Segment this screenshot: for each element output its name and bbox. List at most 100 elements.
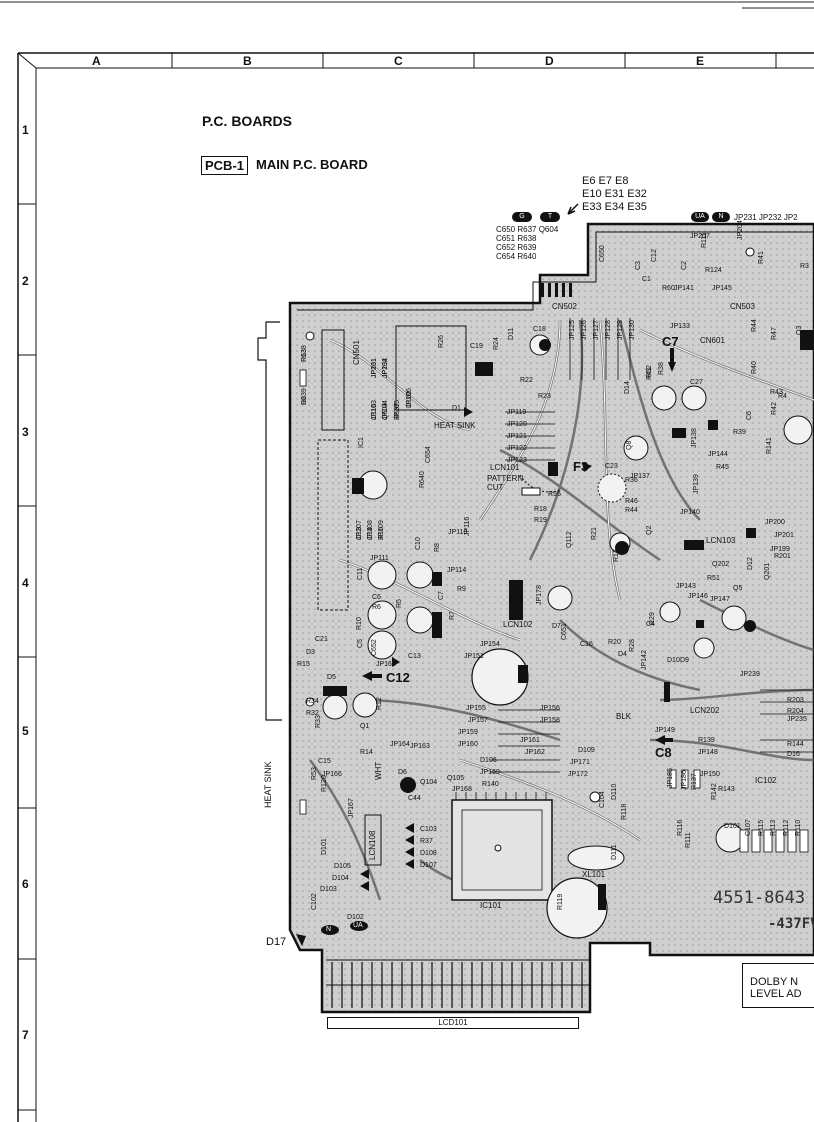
part-label: R41 bbox=[646, 367, 653, 380]
part-label: R124 bbox=[705, 267, 722, 274]
part-label: R115 bbox=[758, 819, 765, 836]
part-label: JP186 bbox=[681, 770, 688, 790]
part-label: R14 bbox=[360, 749, 373, 756]
variant-badge-n: N bbox=[712, 212, 730, 222]
part-label: JP235 bbox=[787, 716, 807, 723]
part-label: R51 bbox=[707, 575, 720, 582]
part-label: JP156 bbox=[540, 705, 560, 712]
part-label: JP111 bbox=[370, 555, 389, 562]
part-label: R137 bbox=[691, 773, 698, 790]
callout-c7: C7 bbox=[662, 334, 679, 349]
row-label-1: 1 bbox=[22, 123, 29, 137]
part-label: R17 bbox=[613, 549, 620, 562]
level-adjust-label: LEVEL AD bbox=[750, 988, 802, 1000]
part-label: JP138 bbox=[691, 428, 698, 448]
part-label: C44 bbox=[408, 795, 421, 802]
callout-d17: D17 bbox=[266, 936, 287, 948]
part-label: D7 bbox=[552, 623, 561, 630]
part-label: JP172 bbox=[568, 771, 588, 778]
part-label: C15 bbox=[318, 758, 331, 765]
part-label: R32 bbox=[306, 710, 319, 717]
part-label: R46 bbox=[625, 498, 638, 505]
part-label: R116 bbox=[677, 819, 684, 836]
row-label-7: 7 bbox=[22, 1028, 29, 1042]
part-label: R22 bbox=[520, 377, 533, 384]
part-label: R9 bbox=[457, 586, 466, 593]
part-label: JP151 bbox=[464, 653, 484, 660]
part-label: C10 bbox=[415, 537, 422, 550]
part-label: C650 bbox=[599, 245, 606, 262]
part-label: R37 bbox=[420, 838, 433, 845]
part-label: JP137 bbox=[630, 473, 650, 480]
part-label: R120 bbox=[321, 775, 328, 792]
part-label: JP166 bbox=[322, 771, 342, 778]
variant-part: C652 R639 bbox=[496, 243, 537, 252]
part-label: JP143 bbox=[676, 583, 696, 590]
part-label: R23 bbox=[538, 393, 551, 400]
part-label: C651 bbox=[561, 623, 568, 640]
row-label-6: 6 bbox=[22, 877, 29, 891]
part-label: JP110 bbox=[448, 529, 468, 536]
part-label: C104 bbox=[599, 791, 606, 808]
part-label: Q1 bbox=[360, 723, 370, 730]
part-label: JP126 bbox=[581, 320, 588, 340]
part-label: Q5 bbox=[733, 585, 743, 592]
row-label-4: 4 bbox=[22, 576, 29, 590]
board-model: -437FV bbox=[768, 916, 814, 932]
part-label: JP133 bbox=[670, 323, 690, 330]
part-label: R42 bbox=[771, 402, 778, 415]
part-label: Q3 bbox=[796, 325, 803, 335]
part-label: D109 bbox=[578, 747, 595, 754]
part-label: R110 bbox=[795, 819, 802, 836]
part-label: R53 bbox=[311, 767, 318, 780]
part-label: JP169 bbox=[480, 769, 500, 776]
part-label: R143 bbox=[718, 786, 735, 793]
part-label: R41 bbox=[758, 251, 765, 264]
part-label: Q604 bbox=[382, 402, 389, 420]
pattern-cut-label: PATTERN CUT bbox=[487, 474, 524, 492]
part-label: R38 bbox=[658, 362, 665, 375]
part-label: JP171 bbox=[570, 759, 590, 766]
part-label: JP154 bbox=[480, 641, 500, 648]
part-label: R141 bbox=[766, 437, 773, 454]
part-label: C652 bbox=[371, 639, 378, 656]
part-label: R12 bbox=[376, 697, 383, 710]
part-label: D10 bbox=[667, 657, 680, 664]
part-label: R140 bbox=[482, 781, 499, 788]
heat-sink-label: HEAT SINK bbox=[434, 421, 476, 430]
part-label: R33 bbox=[315, 715, 322, 728]
variant-parts-list: C650 R637 Q604 C651 R638 C652 R639 C654 … bbox=[496, 225, 558, 261]
part-label: JP150 bbox=[700, 771, 720, 778]
part-label: C23 bbox=[605, 463, 618, 470]
part-label: JP185 bbox=[667, 768, 674, 788]
part-label: R6 bbox=[372, 604, 381, 611]
part-label: Q202 bbox=[712, 561, 730, 568]
part-label: JP163 bbox=[410, 743, 430, 750]
part-label: JP160 bbox=[458, 741, 478, 748]
part-label: C116 bbox=[371, 403, 378, 420]
top-ref-line: E10 E31 E32 bbox=[582, 188, 647, 200]
column-label-d: D bbox=[545, 54, 554, 68]
part-label: R113 bbox=[770, 819, 777, 836]
part-label: C27 bbox=[690, 379, 703, 386]
part-label: D105 bbox=[334, 863, 351, 870]
part-label: D102 bbox=[406, 391, 413, 408]
part-label: R40 bbox=[751, 361, 758, 374]
part-label: JP148 bbox=[698, 749, 718, 756]
part-label: R10 bbox=[356, 617, 363, 630]
part-label: JP161 bbox=[520, 737, 540, 744]
connector-label: CN601 bbox=[700, 336, 725, 345]
part-label: C13 bbox=[408, 653, 421, 660]
part-label: Q2 bbox=[646, 525, 653, 535]
part-label: C16 bbox=[580, 641, 593, 648]
part-label: R201 bbox=[774, 553, 791, 560]
part-label: D9 bbox=[680, 657, 689, 664]
part-label: R204 bbox=[787, 708, 804, 715]
part-label: JP121 bbox=[507, 433, 527, 440]
part-label: R34 bbox=[306, 698, 319, 705]
part-label: R18 bbox=[534, 506, 547, 513]
part-label: R44 bbox=[625, 507, 638, 514]
